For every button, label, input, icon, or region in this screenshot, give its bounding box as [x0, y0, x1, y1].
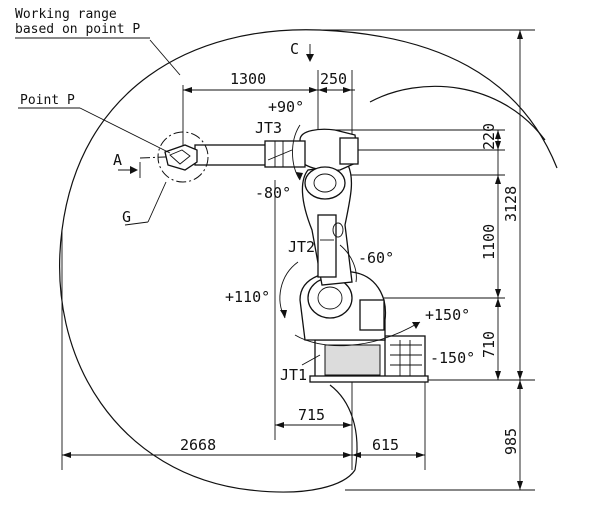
g-leader: [147, 181, 167, 223]
point-p-leader: [79, 107, 171, 154]
jt3-plus-angle: +90°: [268, 98, 304, 116]
dim-1100: 1100: [480, 224, 498, 260]
jt3-rotation-arc: [292, 124, 301, 181]
detail-circle-g: [157, 131, 209, 183]
jt1-rotation-arc: [294, 321, 421, 347]
dim-220: 220: [480, 123, 498, 150]
jt3-leader: [267, 149, 293, 161]
dim-710: 710: [480, 331, 498, 358]
jt3-minus-angle: -80°: [255, 184, 291, 202]
jt2-rotation-arc: [279, 261, 299, 319]
working-range-leader: [149, 39, 181, 76]
jt1-leader: [301, 354, 321, 366]
dim-615: 615: [372, 436, 399, 454]
dim-985: 985: [502, 428, 520, 455]
dim-2668: 2668: [180, 436, 216, 454]
jt1-minus-angle: -150°: [430, 349, 475, 367]
dim-250: 250: [320, 70, 347, 88]
robot-turntable: [299, 270, 387, 341]
view-c-label: C: [290, 40, 299, 58]
point-p-label: Point P: [20, 93, 75, 108]
dim-1300: 1300: [230, 70, 266, 88]
working-range-title: Working range: [15, 7, 117, 22]
jt3-label: JT3: [255, 119, 282, 137]
jt2-minus-angle: -60°: [358, 249, 394, 267]
dim-3128: 3128: [502, 186, 520, 222]
jt2-minus-arc: [339, 244, 357, 283]
jt1-label: JT1: [280, 366, 307, 384]
jt2-plus-angle: +110°: [225, 288, 270, 306]
working-range-envelope: [59, 29, 558, 493]
g-underline: [124, 221, 149, 226]
robot-wrist: [164, 144, 198, 171]
jt2-label: JT2: [288, 238, 315, 256]
view-g-label: G: [122, 208, 131, 226]
robot-forearm: [194, 137, 359, 168]
working-range-inner-curve: [329, 384, 358, 471]
working-range-inner-arc: [369, 85, 546, 141]
working-range-subtitle: based on point P: [15, 22, 140, 37]
jt1-plus-angle: +150°: [425, 306, 470, 324]
dim-arrowheads: [62, 30, 523, 490]
robot-base: [309, 335, 429, 383]
dim-715: 715: [298, 406, 325, 424]
view-a-label: A: [113, 151, 122, 169]
